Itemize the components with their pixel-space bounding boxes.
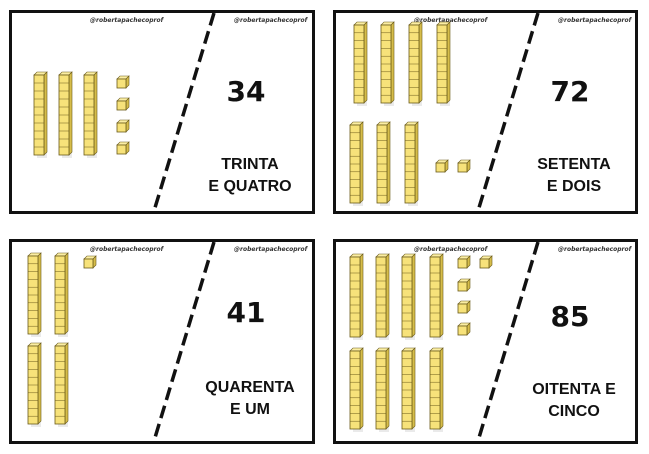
watermark-left: @robertapachecoprof [90, 246, 164, 253]
ten-rod [58, 71, 73, 158]
base-ten-blocks [349, 21, 471, 206]
words-line-1: SETENTA [537, 156, 611, 173]
number-value: 85 [550, 300, 590, 333]
words-line-2: E QUATRO [208, 178, 292, 195]
ten-rod [349, 121, 364, 206]
ten-rod [54, 342, 69, 427]
ten-rod [353, 21, 368, 106]
ten-rod [54, 252, 69, 337]
words-line-2: E UM [230, 401, 270, 418]
words-line-2: E DOIS [546, 178, 602, 195]
unit-cube [457, 300, 471, 314]
ten-rod [429, 347, 444, 432]
unit-cube [116, 75, 130, 89]
ten-rod [401, 253, 416, 340]
words-line-1: QUARENTA [205, 379, 295, 396]
watermark-right: @robertapachecoprof [234, 246, 308, 253]
unit-cube [457, 278, 471, 292]
dashed-divider [476, 13, 540, 211]
watermark-right: @robertapachecoprof [558, 246, 632, 253]
unit-cube [457, 322, 471, 336]
flashcard-41: @robertapachecoprof @robertapachecoprof … [9, 239, 315, 444]
watermark-left: @robertapachecoprof [414, 17, 488, 24]
number-value: 72 [550, 75, 590, 108]
flashcard-72: @robertapachecoprof @robertapachecoprof … [333, 10, 638, 214]
number-in-words: OITENTA E CINCO [512, 379, 635, 423]
ten-rod [375, 347, 390, 432]
unit-cube [116, 97, 130, 111]
flashcard-34: @robertapachecoprof @robertapachecoprof … [9, 10, 315, 214]
words-line-1: TRINTA [221, 156, 279, 173]
unit-cube [457, 159, 471, 173]
unit-cube [116, 119, 130, 133]
ten-rod [27, 342, 42, 427]
unit-cube [435, 159, 449, 173]
ten-rod [429, 253, 444, 340]
unit-cube [83, 255, 97, 269]
dashed-divider [152, 242, 216, 441]
ten-rod [349, 347, 364, 432]
ten-rod [349, 253, 364, 340]
ten-rod [376, 121, 391, 206]
unit-cube [457, 255, 471, 269]
words-line-2: CINCO [548, 403, 600, 420]
ten-rod [401, 347, 416, 432]
number-in-words: TRINTA E QUATRO [188, 154, 312, 198]
ten-rod [33, 71, 48, 158]
ten-rod [375, 253, 390, 340]
base-ten-blocks [33, 71, 130, 158]
base-ten-blocks [27, 252, 97, 427]
words-line-1: OITENTA E [532, 381, 616, 398]
ten-rod [380, 21, 395, 106]
number-value: 41 [226, 296, 266, 329]
number-in-words: SETENTA E DOIS [512, 154, 635, 198]
watermark-left: @robertapachecoprof [90, 17, 164, 24]
watermark-left: @robertapachecoprof [414, 246, 488, 253]
base-ten-blocks [349, 253, 493, 432]
flashcard-85: @robertapachecoprof @robertapachecoprof … [333, 239, 638, 444]
number-in-words: QUARENTA E UM [188, 377, 312, 421]
ten-rod [408, 21, 423, 106]
dashed-divider [152, 13, 216, 211]
ten-rod [404, 121, 419, 206]
ten-rod [83, 71, 98, 158]
ten-rod [436, 21, 451, 106]
dashed-divider [476, 242, 540, 441]
unit-cube [116, 141, 130, 155]
watermark-right: @robertapachecoprof [558, 17, 632, 24]
ten-rod [27, 252, 42, 337]
number-value: 34 [226, 75, 266, 108]
watermark-right: @robertapachecoprof [234, 17, 308, 24]
unit-cube [479, 255, 493, 269]
